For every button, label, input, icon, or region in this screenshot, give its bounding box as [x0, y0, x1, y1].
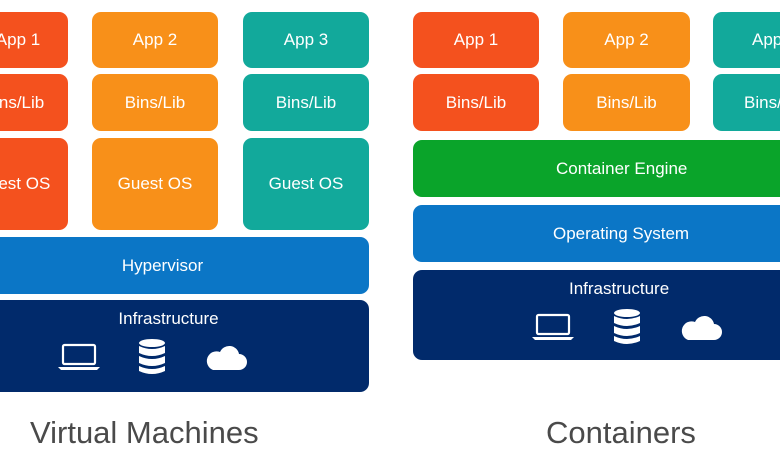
vm-guest-os-1-label: Guest OS — [0, 174, 51, 193]
ct-bins-1-box: Bins/Lib — [413, 74, 539, 131]
ct-app-1-label: App 1 — [453, 30, 499, 49]
vm-bins-2-box: Bins/Lib — [92, 74, 218, 131]
vm-guest-os-2-label: Guest OS — [117, 174, 193, 193]
database-icon — [614, 309, 640, 344]
ct-app-3-box: App 3 — [713, 12, 780, 68]
cloud-icon — [206, 345, 247, 370]
cloud-icon — [681, 315, 722, 340]
vm-hypervisor-layer: Hypervisor — [0, 237, 369, 294]
ct-container-engine-layer: Container Engine — [413, 140, 780, 197]
vm-infrastructure-layer: Infrastructure — [0, 300, 369, 392]
ct-bins-1-label: Bins/Lib — [445, 92, 507, 112]
ct-operating-system-label: Operating System — [553, 223, 690, 243]
vm-section-title: Virtual Machines — [30, 415, 259, 450]
vm-app-3-box: App 3 — [243, 12, 369, 68]
ct-operating-system-layer: Operating System — [413, 205, 780, 262]
vm-app-2-label: App 2 — [132, 30, 178, 49]
ct-app-2-box: App 2 — [563, 12, 690, 68]
ct-infrastructure-label: Infrastructure — [569, 279, 670, 298]
vm-guest-os-2-box: Guest OS — [92, 138, 218, 230]
vm-guest-os-3-box: Guest OS — [243, 138, 369, 230]
vm-app-1-box: App 1 — [0, 12, 68, 68]
vm-bins-2-label: Bins/Lib — [124, 92, 186, 112]
laptop-icon — [532, 313, 574, 340]
ct-section-title: Containers — [546, 415, 696, 450]
laptop-icon — [58, 343, 100, 370]
ct-bins-3-box: Bins/Lib — [713, 74, 780, 131]
ct-infrastructure-layer: Infrastructure — [413, 270, 780, 360]
vm-app-1-label: App 1 — [0, 30, 41, 49]
ct-bins-2-box: Bins/Lib — [563, 74, 690, 131]
vm-hypervisor-label: Hypervisor — [121, 255, 204, 275]
ct-bins-3-label: Bins/Lib — [744, 92, 780, 112]
database-icon — [139, 339, 165, 374]
ct-app-1-box: App 1 — [413, 12, 539, 68]
vm-bins-1-box: Bins/Lib — [0, 74, 68, 131]
ct-app-2-label: App 2 — [604, 30, 649, 49]
ct-container-engine-label: Container Engine — [556, 158, 688, 178]
vm-bins-1-label: Bins/Lib — [0, 92, 45, 112]
vm-app-2-box: App 2 — [92, 12, 218, 68]
vm-infrastructure-label: Infrastructure — [118, 309, 219, 328]
vm-bins-3-box: Bins/Lib — [243, 74, 369, 131]
ct-bins-2-label: Bins/Lib — [596, 92, 657, 112]
vm-bins-3-label: Bins/Lib — [275, 92, 337, 112]
vm-guest-os-1-box: Guest OS — [0, 138, 68, 230]
ct-app-3-label: App 3 — [752, 30, 780, 49]
vm-app-3-label: App 3 — [283, 30, 329, 49]
vm-guest-os-3-label: Guest OS — [268, 174, 344, 193]
